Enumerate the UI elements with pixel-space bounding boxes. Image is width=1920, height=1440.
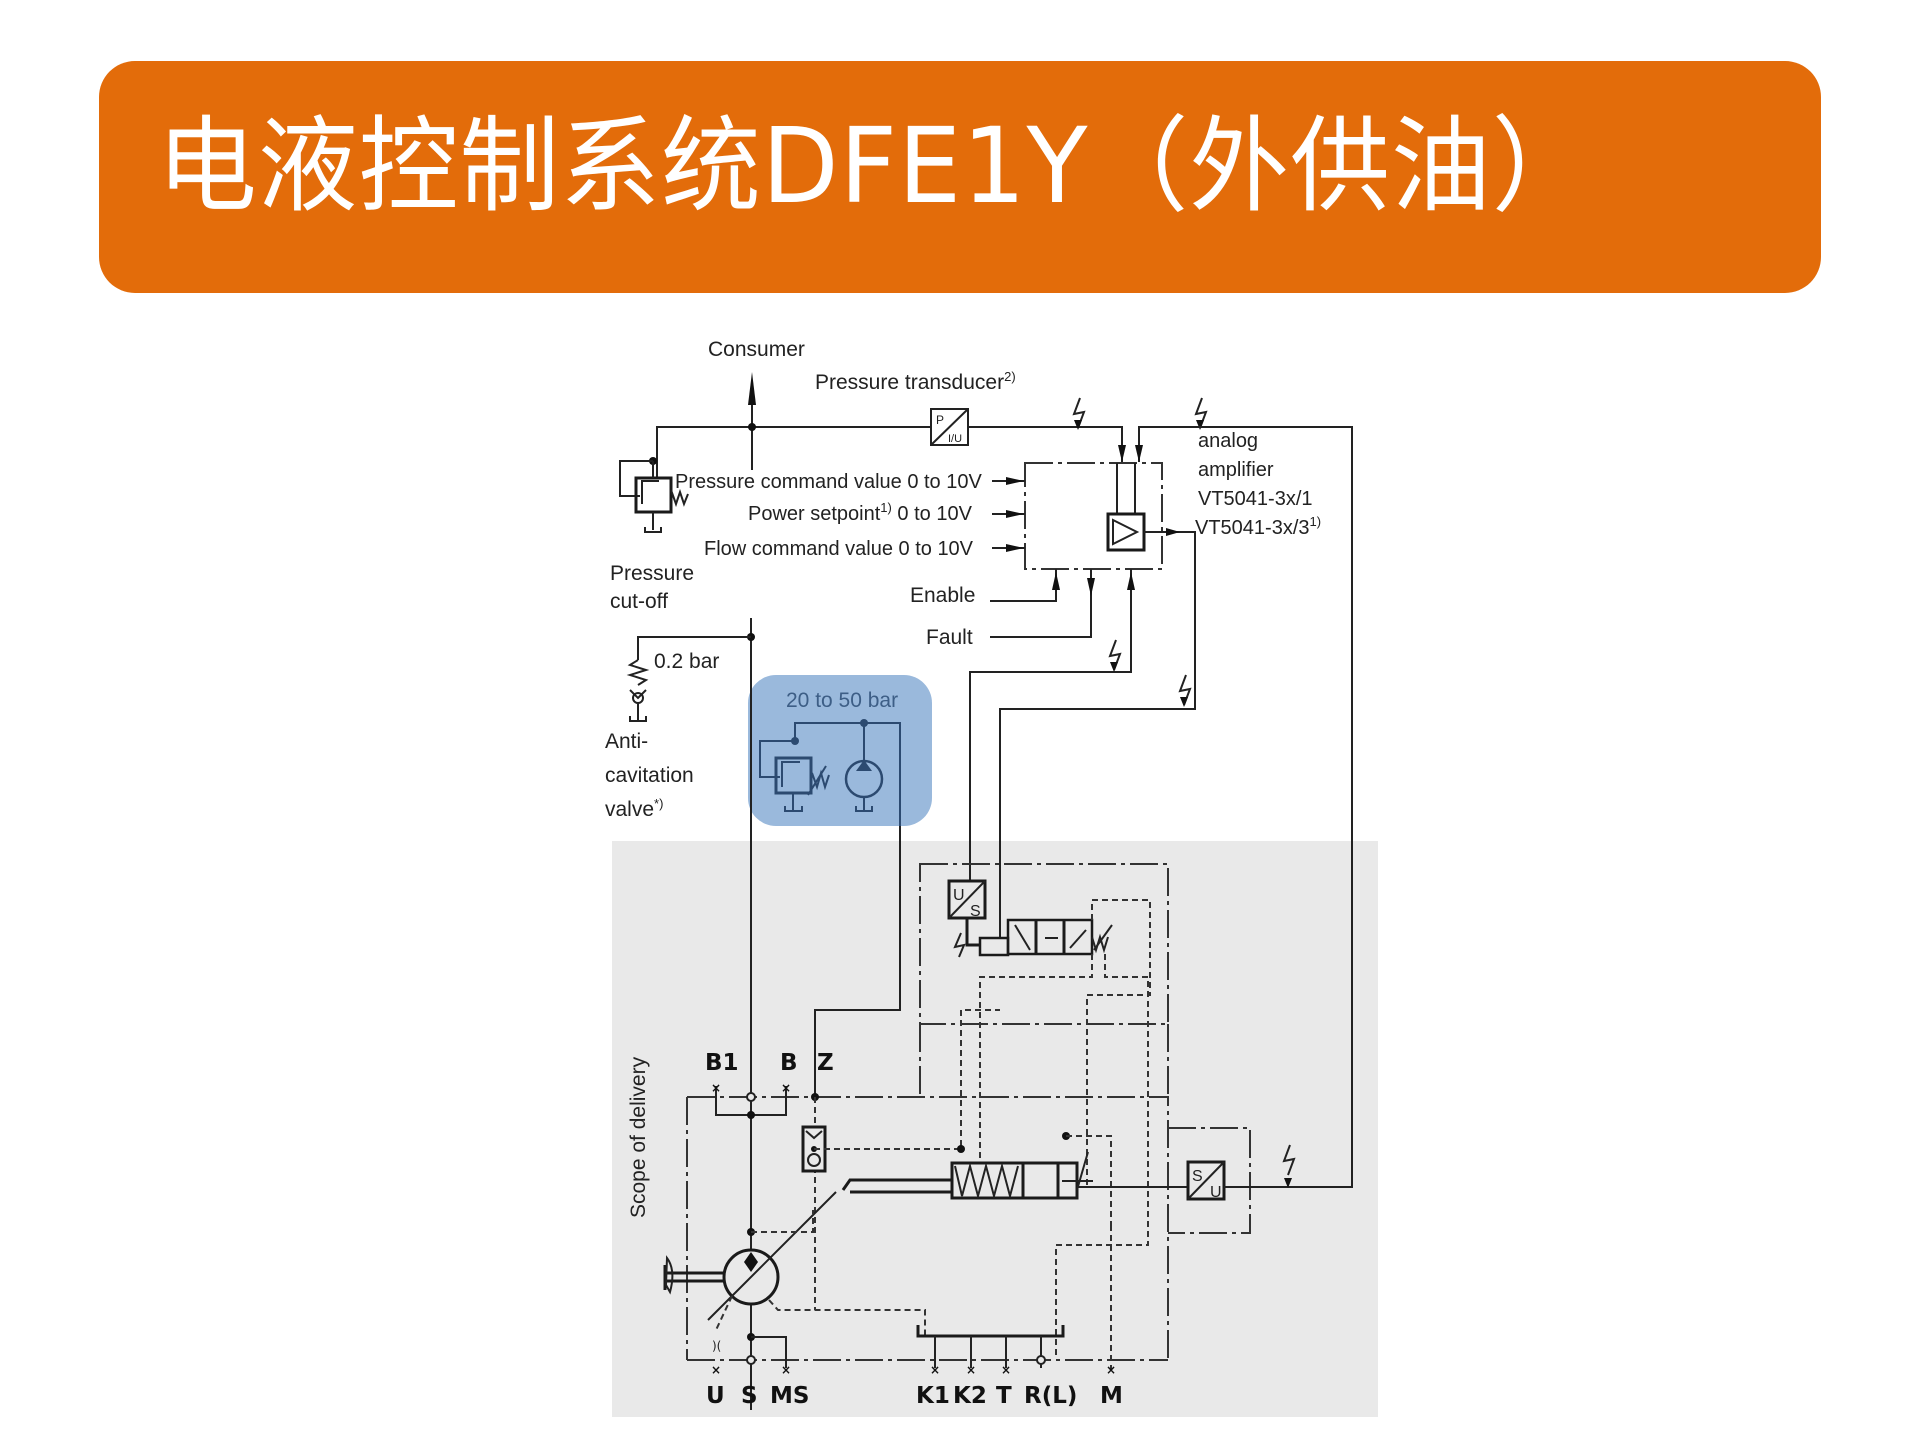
consumer-arrow <box>748 372 756 470</box>
port-label-B: B <box>780 1050 798 1076</box>
junction-dot <box>748 423 756 431</box>
pressure-command-label: Pressure command value 0 to 10V <box>675 471 982 493</box>
power-setpoint-input <box>992 510 1025 518</box>
electrical-signal-icon <box>1178 674 1192 707</box>
servo-cylinder <box>950 1151 1093 1200</box>
flow-command-label: Flow command value 0 to 10V <box>704 538 974 560</box>
external-supply-line <box>814 826 901 1097</box>
svg-text:×: × <box>930 1363 940 1377</box>
anti-cavitation-valve <box>626 636 751 722</box>
svg-text:×: × <box>1106 1363 1116 1377</box>
fault-label: Fault <box>926 626 973 649</box>
pressure-line <box>656 426 1123 477</box>
electrical-signal-icon <box>1108 639 1122 672</box>
power-setpoint-label: Power setpoint1) 0 to 10V <box>748 500 973 525</box>
svg-text:U: U <box>1210 1184 1222 1201</box>
external-supply-pressure-label: 20 to 50 bar <box>786 689 898 712</box>
pressure-cutoff-label-line2: cut-off <box>610 590 668 613</box>
pump-boundary-top <box>687 1096 1169 1360</box>
pressure-transducer-label: Pressure transducer2) <box>815 369 1016 394</box>
anti-cavitation-label-line1: Anti- <box>605 730 648 753</box>
svg-text:P: P <box>936 413 944 427</box>
amplifier-box <box>1024 462 1163 570</box>
valve-block-boundary <box>919 863 1169 1025</box>
port-label-Z: Z <box>817 1050 834 1076</box>
valve-position-sensor: U S <box>947 879 987 920</box>
svg-text:×: × <box>966 1363 976 1377</box>
svg-text:)(: )( <box>712 1339 721 1353</box>
anti-cavitation-label-line3: valve*) <box>605 796 663 821</box>
pressure-transducer-symbol: P I/U <box>930 408 969 446</box>
valve-sensor-line <box>969 569 1132 900</box>
port-label-M: M <box>1100 1383 1123 1409</box>
consumer-label: Consumer <box>708 338 805 361</box>
port-label-B1: B1 <box>705 1050 739 1076</box>
port-label-K2: K2 <box>953 1383 987 1409</box>
case-drain-manifold <box>916 1325 1065 1338</box>
amplifier-label-line3: VT5041-3x/1 <box>1198 488 1313 510</box>
svg-text:I/U: I/U <box>948 433 962 445</box>
electrical-signal-icon <box>1282 1144 1296 1188</box>
port-label-S: S <box>741 1383 758 1409</box>
port-label-U: U <box>706 1383 725 1409</box>
check-valve-pressure-label: 0.2 bar <box>654 650 719 673</box>
flow-command-input <box>992 544 1025 552</box>
enable-label: Enable <box>910 584 975 607</box>
amplifier-label-line4: VT5041-3x/31) <box>1195 514 1321 539</box>
svg-text:S: S <box>970 903 981 920</box>
scope-of-delivery-label: Scope of delivery <box>627 1056 650 1218</box>
port-label-R-L: R(L) <box>1024 1383 1077 1409</box>
svg-text:S: S <box>1192 1168 1203 1185</box>
electrical-signal-icon <box>953 932 966 958</box>
port-label-K1: K1 <box>916 1383 950 1409</box>
electrical-signal-icon <box>1194 397 1208 430</box>
svg-text:×: × <box>1001 1363 1011 1377</box>
enable-line <box>990 569 1057 602</box>
anti-cavitation-label-line2: cavitation <box>605 764 694 787</box>
valve-drive-line <box>999 531 1196 938</box>
external-supply-highlight <box>748 675 932 826</box>
pressure-cutoff-valve <box>619 457 689 533</box>
svg-text:U: U <box>953 887 965 904</box>
pressure-command-input <box>992 477 1025 485</box>
external-supply-pump-unit <box>759 719 901 835</box>
title-banner: 电液控制系统DFE1Y（外供油） <box>99 61 1821 293</box>
amplifier-symbol <box>1106 463 1146 552</box>
amplifier-label-line2: amplifier <box>1198 459 1274 481</box>
swash-sensor-boundary <box>1168 1127 1251 1234</box>
slide-title: 电液控制系统DFE1Y（外供油） <box>157 105 1593 227</box>
port-label-T: T <box>996 1383 1012 1409</box>
swash-feedback-line <box>1138 426 1353 1188</box>
svg-text:×: × <box>711 1363 721 1377</box>
port-label-MS: MS <box>770 1383 809 1409</box>
fault-line <box>990 569 1092 638</box>
pressure-cutoff-label-line1: Pressure <box>610 562 694 585</box>
swash-angle-sensor: S U <box>1186 1160 1226 1201</box>
electrical-signal-icon <box>1072 397 1086 430</box>
svg-text:×: × <box>781 1363 791 1377</box>
variable-displacement-pump <box>663 1191 837 1321</box>
proportional-valve <box>978 918 1113 957</box>
amplifier-label-line1: analog <box>1198 430 1258 452</box>
svg-text:×: × <box>781 1081 791 1095</box>
svg-text:×: × <box>711 1081 721 1095</box>
